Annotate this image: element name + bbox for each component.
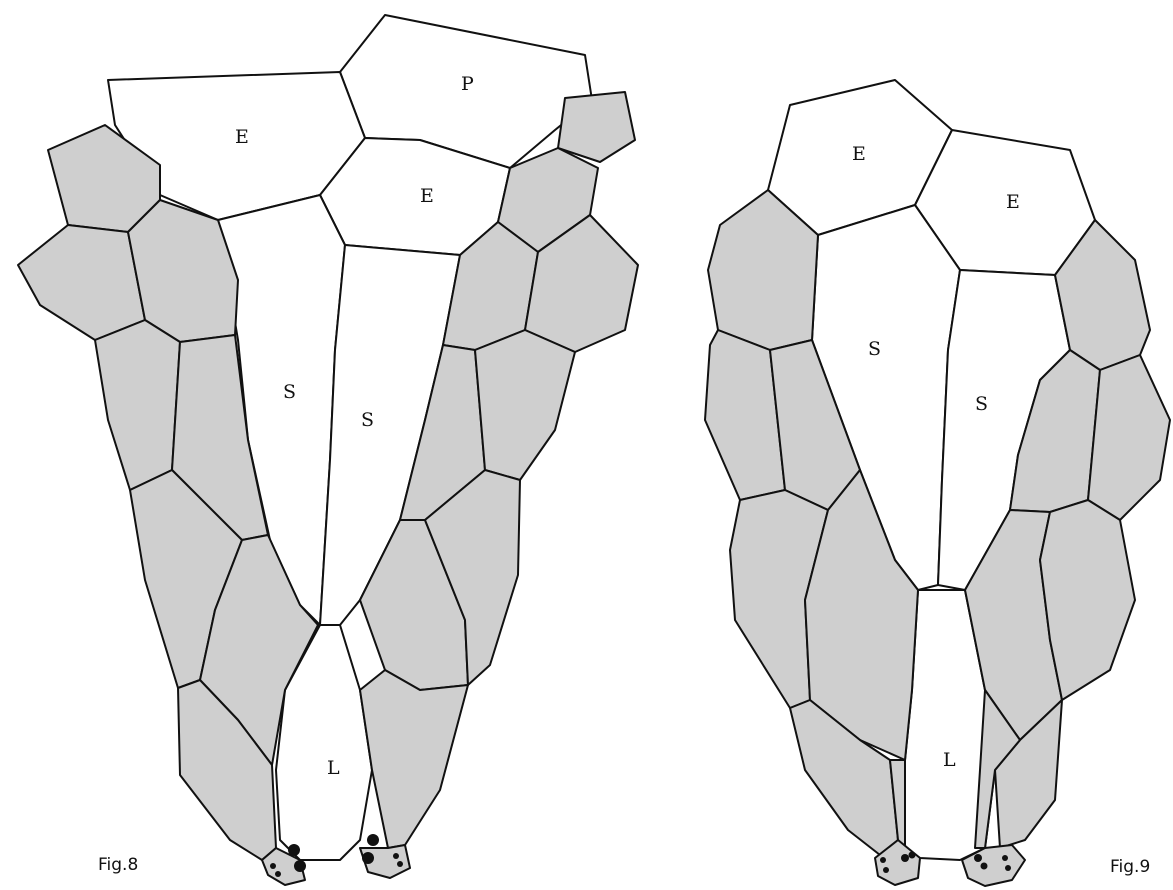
label-s-right: S [361, 409, 374, 431]
nucleus-dot [397, 861, 403, 867]
nucleus-dot [909, 852, 916, 859]
shaded-cell [1088, 355, 1170, 520]
label-s-right: S [975, 393, 988, 415]
label-e-left: E [852, 143, 866, 165]
shaded-cell [558, 92, 635, 162]
nucleus-dot [393, 853, 399, 859]
shaded-cell [475, 330, 575, 480]
label-e-left: E [235, 126, 249, 148]
nucleus-dot [367, 834, 379, 846]
figure-9: E E S S L Fig.9 [705, 80, 1170, 886]
nucleus-dot [901, 854, 909, 862]
nucleus-dot [275, 871, 281, 877]
nucleus-dot [981, 863, 988, 870]
nucleus-dot [1002, 855, 1008, 861]
nucleus-dot [1005, 865, 1011, 871]
shaded-cell [18, 225, 145, 340]
label-e-right: E [420, 185, 434, 207]
label-l: L [943, 749, 956, 771]
label-p: P [461, 73, 474, 95]
caption-fig-9: Fig.9 [1110, 857, 1150, 877]
shaded-cell [95, 320, 180, 490]
caption-fig-8: Fig.8 [98, 855, 138, 875]
shaded-cell [360, 670, 468, 848]
label-l: L [327, 757, 340, 779]
nucleus-dot [883, 867, 889, 873]
nucleus-dot [288, 844, 300, 856]
label-e-right: E [1006, 191, 1020, 213]
nucleus-dot [880, 857, 886, 863]
figure-8: P E E S S L Fig.8 [18, 15, 638, 885]
nucleus-dot [294, 860, 306, 872]
label-s-left: S [868, 338, 881, 360]
nucleus-dot [974, 854, 982, 862]
nucleus-dot [270, 863, 276, 869]
label-s-left: S [283, 381, 296, 403]
nucleus-dot [362, 852, 374, 864]
